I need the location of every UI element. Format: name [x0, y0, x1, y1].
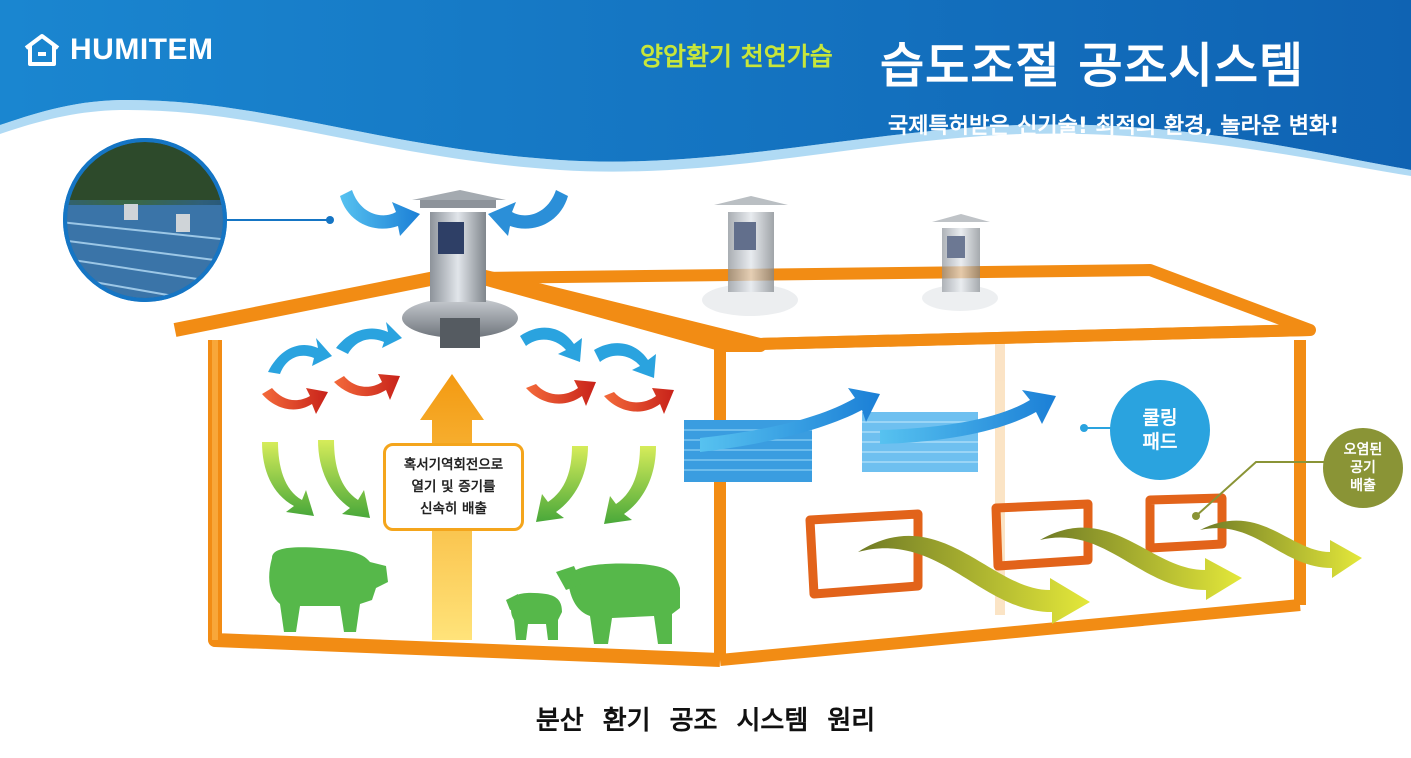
exhaust-label-line-2: 공기: [1350, 460, 1376, 476]
intake-arrow-left: [340, 190, 420, 236]
brand-logo[interactable]: HUMITEM: [22, 30, 213, 70]
cooling-pad-label-line-1: 쿨링: [1142, 407, 1178, 429]
brand-name: HUMITEM: [70, 33, 214, 66]
header-tagline: 양압환기 천연가습: [640, 42, 833, 71]
center-callout-line-3: 신속히 배출: [420, 501, 487, 517]
cooling-pad-badge: 쿨링 패드: [1110, 380, 1210, 480]
circulation-arrows-right: [520, 327, 674, 414]
header-wave: [0, 0, 1411, 170]
center-callout-line-1: 혹서기역회전으로: [403, 457, 504, 473]
page-title: 습도조절 공조시스템: [880, 38, 1305, 94]
rooftop-photo-inset: [63, 138, 334, 302]
exhaust-arrow-1: [858, 535, 1090, 624]
downflow-arrows: [262, 440, 656, 524]
house-logo-icon: [24, 34, 60, 66]
ventilation-fan-mid: [702, 196, 798, 316]
cooling-pad-pointer-dot: [1080, 424, 1088, 432]
house-frame-gable: [173, 265, 767, 667]
circulation-arrows-left: [262, 322, 402, 414]
cool-flow-arrow-1: [700, 388, 880, 452]
exhaust-pointer: [1195, 461, 1330, 517]
ventilation-fan-far: [922, 214, 998, 311]
exhaust-label-line-3: 배출: [1350, 478, 1376, 494]
center-callout-box: 혹서기역회전으로 열기 및 증기를 신속히 배출: [383, 443, 524, 531]
exhaust-pointer-dot: [1192, 512, 1200, 520]
exhaust-arrow-2: [1040, 527, 1242, 600]
exhaust-badge: 오염된 공기 배출: [1323, 428, 1403, 508]
diagram-caption: 분산 환기 공조 시스템 원리: [535, 706, 876, 736]
exhaust-window-3: [1145, 493, 1227, 553]
pig-small: [506, 592, 562, 640]
cool-flow-arrow-2: [880, 390, 1056, 444]
exhaust-windows: [805, 493, 1227, 599]
intake-arrow-right: [488, 190, 568, 236]
cooling-pad-right: [862, 412, 978, 472]
header-wave-highlight: [0, 99, 1411, 176]
pig-large: [556, 563, 680, 644]
ventilation-fan-main: [402, 190, 518, 348]
exhaust-window-2: [991, 499, 1093, 571]
exhaust-arrow-3: [1200, 520, 1362, 578]
center-callout-line-2: 열기 및 증기를: [411, 479, 496, 495]
page-subtitle: 국제특허받은 신기술! 최적의 환경, 놀라운 변화!: [888, 114, 1340, 139]
house-frame-side: [714, 324, 1311, 666]
pig-left: [269, 547, 388, 632]
cooling-pad-label-line-2: 패드: [1142, 431, 1178, 453]
exhaust-window-1: [805, 509, 923, 599]
exhaust-label-line-1: 오염된: [1343, 442, 1383, 458]
